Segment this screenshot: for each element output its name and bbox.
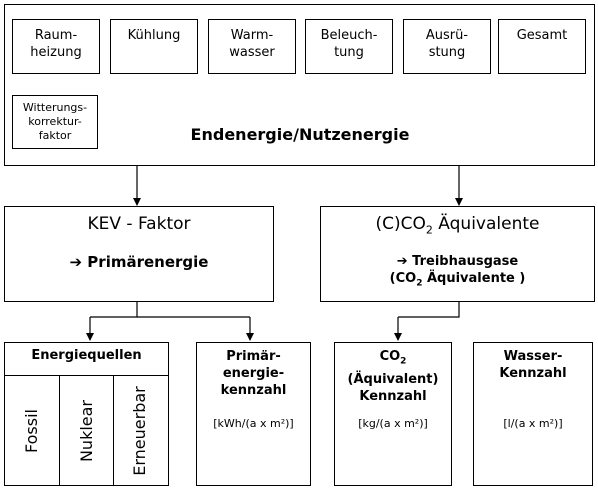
co2-indicator-rest: (Äquivalent) Kennzahl [347,371,439,404]
category-cooling: Kühlung [110,19,198,74]
source-nuclear: Nuklear [77,399,96,463]
co2-indicator-prefix: CO [379,349,401,364]
energy-sources-box [4,342,169,486]
category-hot-water: Warm- wasser [208,19,296,74]
energy-sources-col-divider-1 [59,375,60,486]
primary-energy-indicator-unit: [kWh/(a x m²)] [213,417,294,430]
source-renewable: Erneuerbar [130,386,149,476]
primary-energy-label: ➔ Primärenergie [69,253,209,271]
final-energy-box [4,4,595,166]
energy-sources-divider [4,375,169,376]
primary-energy-indicator-title: Primär- energie- kennzahl [220,349,287,398]
category-space-heating: Raum- heizung [12,19,100,74]
co2-title-prefix: (C)CO [375,214,426,234]
ghg-line2-suffix: Äquivalente ) [422,271,526,286]
co2-indicator-title: CO2 (Äquivalent) Kennzahl [334,348,452,405]
line-kev-split [90,301,138,318]
ghg-line2-sub: 2 [416,278,423,289]
ghg-line2-prefix: (CO [389,271,417,286]
category-lighting: Beleuch- tung [305,19,393,74]
water-indicator-unit: [l/(a x m²)] [503,417,563,430]
greenhouse-gas-line1: ➔ Treibhausgase [396,254,519,269]
co2-title-sub: 2 [425,223,433,237]
co2-equivalents-title: (C)CO2 Äquivalente [320,213,595,241]
water-indicator-title: Wasser- Kennzahl [499,349,567,381]
category-total: Gesamt [498,19,586,74]
primary-energy-indicator-box [196,342,311,486]
co2-equivalents-box [320,206,595,302]
greenhouse-gas-label: ➔ Treibhausgase (CO2 Äquivalente ) [320,253,595,293]
line-co2-split [398,301,460,318]
co2-indicator-box [334,342,452,486]
co2-title-suffix: Äquivalente [432,214,540,234]
co2-indicator-sub: 2 [400,356,407,367]
final-energy-title: Endenergie/Nutzenergie [190,125,410,144]
energy-sources-col-divider-2 [113,375,114,486]
co2-indicator-unit: [kg/(a x m²)] [358,417,428,430]
water-indicator-box [473,342,593,486]
greenhouse-gas-line2: (CO2 Äquivalente ) [320,270,595,293]
source-fossil: Fossil [22,409,41,453]
weather-correction-factor: Witterungs- korrektur- faktor [12,95,98,149]
kev-factor-title: KEV - Faktor [87,214,191,234]
co2-indicator-line1: CO2 [334,348,452,371]
energy-sources-title: Energiequellen [31,348,142,363]
category-equipment: Ausrü- stung [403,19,491,74]
kev-factor-box [4,206,274,302]
